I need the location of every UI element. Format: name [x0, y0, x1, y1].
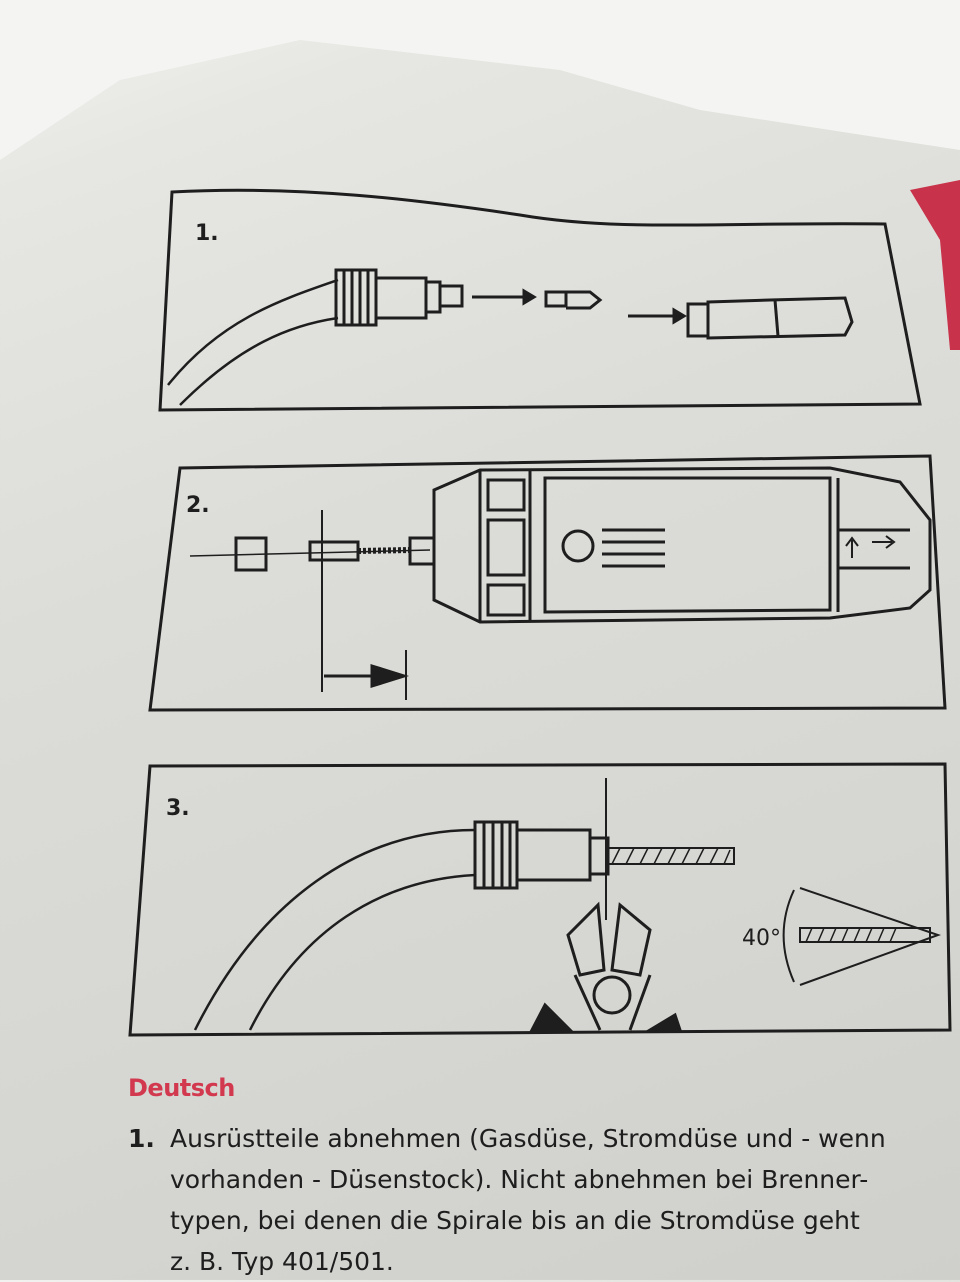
contact-tip: [438, 284, 464, 308]
panel-3-label: 3.: [166, 796, 190, 821]
step-line: z. B. Typ 401/501.: [170, 1247, 394, 1276]
step-line: typen, bei denen die Spirale bis an die …: [170, 1206, 860, 1235]
arrow-right-icon: [872, 535, 896, 549]
panel-2-label: 2.: [186, 493, 210, 518]
spiral: [607, 847, 735, 865]
hose: [167, 278, 339, 386]
panel-1: 1.: [158, 188, 922, 412]
arrow-up-icon: [845, 536, 859, 558]
step-line: vorhanden - Düsenstock). Nicht abnehmen …: [170, 1165, 869, 1194]
instruction-step-1: 1. Ausrüstteile abnehmen (Gasdüse, Strom…: [128, 1118, 918, 1282]
cone-outline: [799, 887, 942, 986]
panel-1-label: 1.: [195, 221, 219, 246]
language-heading: Deutsch: [128, 1074, 235, 1102]
spiral: [357, 547, 411, 554]
hose: [193, 828, 476, 1031]
nozzle: [686, 302, 710, 338]
torch-grip: [334, 268, 378, 327]
step-number: 1.: [128, 1124, 155, 1153]
torch-body: [432, 466, 932, 624]
panel-2: 2.: [148, 454, 947, 712]
nut: [234, 536, 268, 572]
step-line: Ausrüstteile abnehmen (Gasdüse, Stromdüs…: [170, 1124, 886, 1153]
panel-3: 3. 40°: [128, 762, 952, 1037]
angle-label: 40°: [742, 926, 781, 951]
side-cutter: [566, 901, 652, 977]
